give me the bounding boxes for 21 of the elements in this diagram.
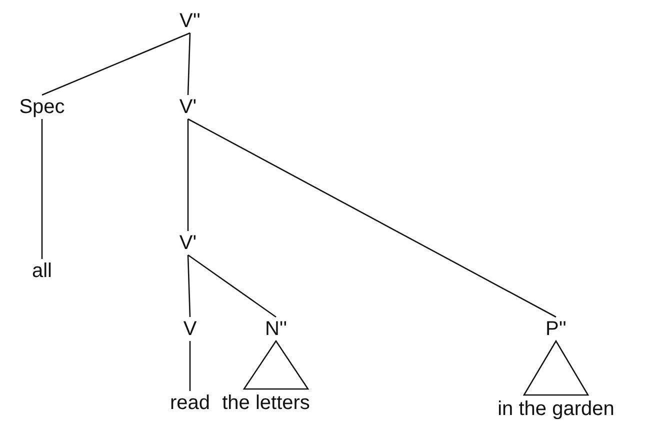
tree-node-label: all bbox=[31, 260, 53, 282]
tree-node-label: P'' bbox=[544, 318, 568, 340]
tree-node-label: V' bbox=[178, 96, 198, 118]
tree-node-label: V' bbox=[178, 232, 198, 254]
constituent-triangle bbox=[242, 340, 310, 390]
tree-node-label: read bbox=[168, 392, 212, 414]
tree-branch bbox=[188, 254, 276, 318]
tree-branch bbox=[187, 32, 191, 96]
tree-branch bbox=[42, 32, 190, 96]
tree-node-label: in the garden bbox=[496, 398, 616, 420]
tree-node-label: Spec bbox=[18, 96, 66, 118]
tree-branch bbox=[187, 254, 191, 318]
tree-branch bbox=[189, 341, 191, 391]
tree-node-label: V bbox=[182, 318, 198, 340]
constituent-triangle bbox=[522, 340, 590, 396]
tree-branch bbox=[187, 119, 189, 231]
tree-node-label: N'' bbox=[264, 318, 288, 340]
tree-branch bbox=[188, 118, 556, 318]
tree-node-label: the letters bbox=[221, 392, 311, 414]
tree-branch bbox=[41, 119, 43, 259]
tree-node-label: V'' bbox=[178, 10, 202, 32]
